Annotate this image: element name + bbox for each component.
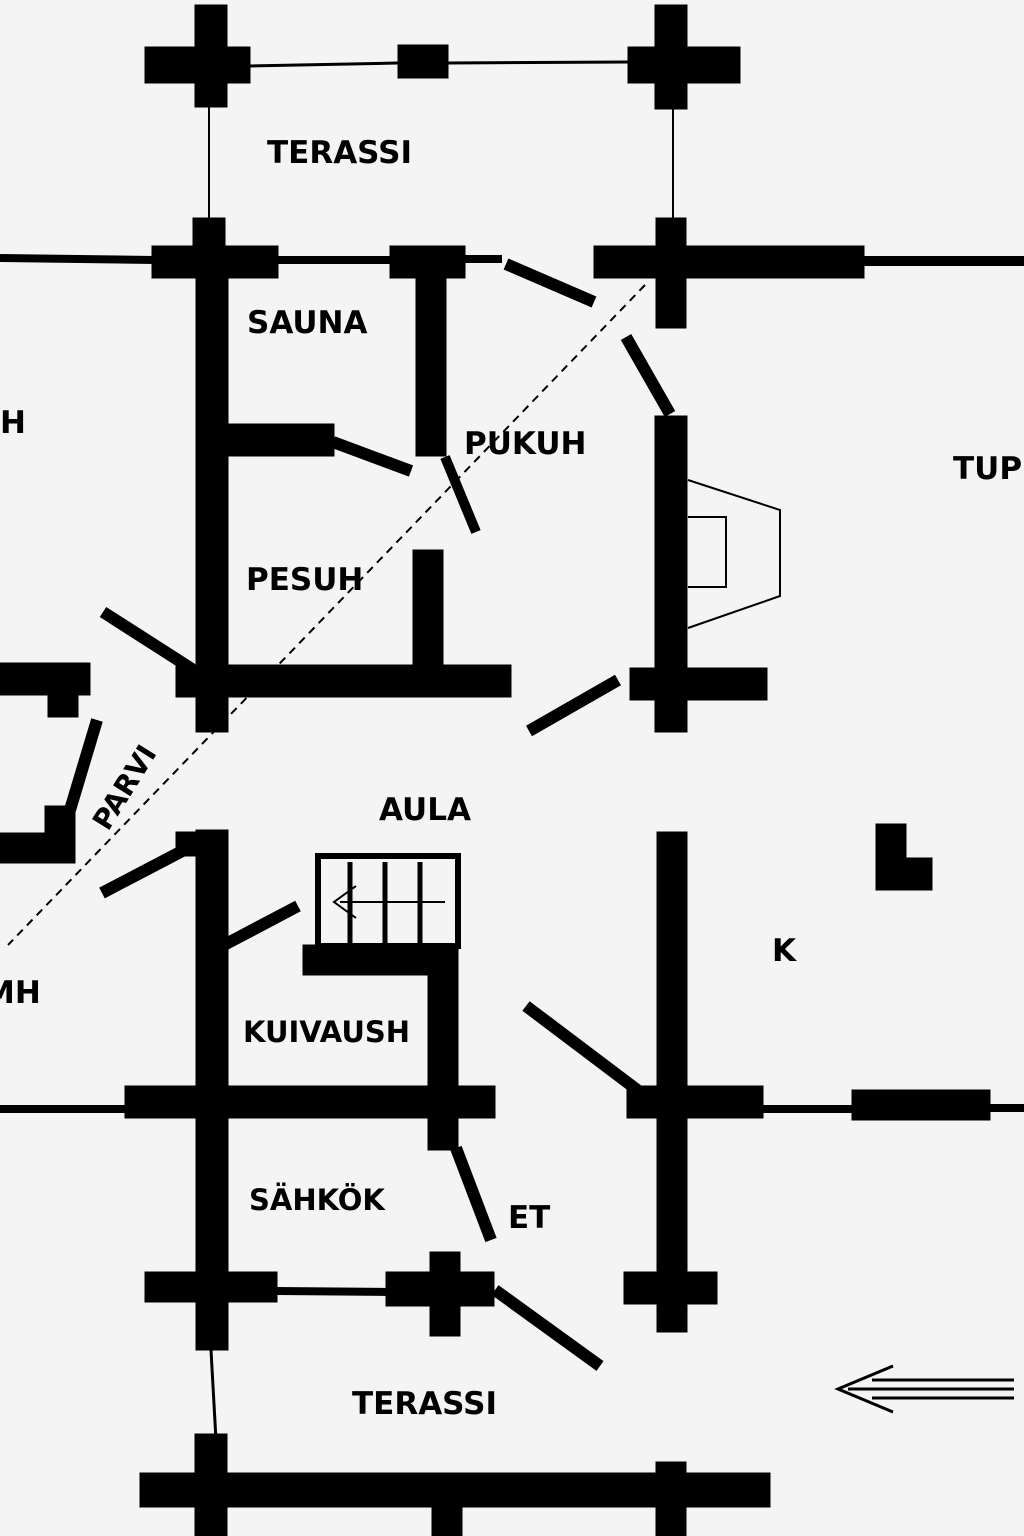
room-label-pukuh: PUKUH <box>464 426 587 462</box>
room-label-tup: TUP <box>953 451 1022 487</box>
room-label-et: ET <box>508 1200 550 1236</box>
stairs-icon <box>315 853 461 949</box>
kitchen-walls <box>522 823 1024 1333</box>
room-label-mh: MH <box>0 975 41 1011</box>
bottom-terrace-structure <box>139 1349 771 1536</box>
sauna-block-walls <box>99 269 768 737</box>
upper-exterior-wall <box>0 217 1024 329</box>
room-label-aula: AULA <box>379 792 471 828</box>
entrance-arrow-icon <box>834 1364 1014 1414</box>
top-terrace-structure <box>144 4 741 222</box>
room-label-k: K <box>772 933 797 969</box>
room-label-pesuh: PESUH <box>246 562 363 598</box>
room-label-terassi-bottom: TERASSI <box>352 1386 497 1422</box>
room-label-sauna: SAUNA <box>247 305 367 341</box>
room-label-sahkok: SÄHKÖK <box>249 1183 386 1217</box>
room-label-terassi-top: TERASSI <box>267 135 412 171</box>
left-wall-fragments <box>0 662 103 864</box>
utility-block-walls <box>0 829 604 1371</box>
room-label-h: H <box>0 405 26 441</box>
room-labels: TERASSI SAUNA H PUKUH TUP PESUH PARVI AU… <box>0 135 1022 1422</box>
fireplace-icon <box>687 479 781 629</box>
room-label-kuivaush: KUIVAUSH <box>243 1015 410 1049</box>
